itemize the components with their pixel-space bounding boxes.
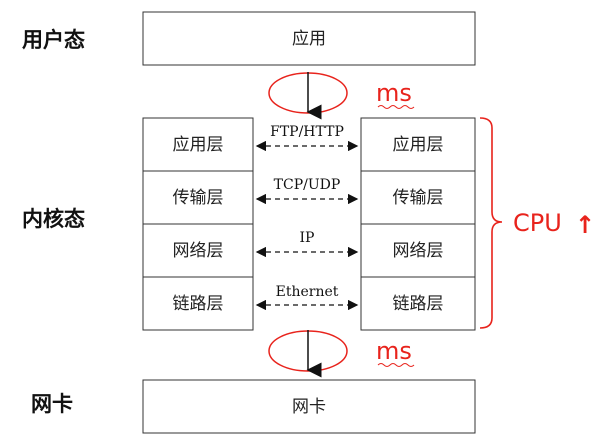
protocol-label-application: FTP/HTTP — [270, 124, 344, 140]
spell-underline-top — [377, 105, 415, 109]
spell-underline-bottom — [377, 363, 415, 367]
left-layer-transport-label: 传输层 — [173, 188, 224, 208]
kernel-space-label: 内核态 — [22, 207, 85, 231]
right-layer-network-label: 网络层 — [393, 241, 444, 261]
nic-box-label: 网卡 — [292, 397, 326, 417]
left-layer-application — [142, 117, 254, 172]
protocol-label-network: IP — [300, 230, 315, 246]
latency-label-top: ms — [376, 79, 412, 107]
cpu-label: CPU — [513, 209, 562, 237]
latency-label-bottom: ms — [376, 337, 412, 365]
left-layer-link-label: 链路层 — [173, 294, 224, 314]
left-layer-network — [142, 223, 254, 278]
left-layer-network-label: 网络层 — [173, 241, 224, 261]
left-stack: 应用层 传输层 网络层 链路层 — [142, 117, 254, 331]
right-layer-link-label: 链路层 — [393, 294, 444, 314]
protocol-label-link: Ethernet — [276, 284, 339, 300]
left-layer-application-label: 应用层 — [173, 135, 224, 155]
right-layer-application — [360, 117, 476, 172]
user-space-label: 用户态 — [22, 28, 85, 52]
left-layer-transport — [142, 170, 254, 225]
application-box — [142, 11, 476, 66]
application-box-label: 应用 — [292, 29, 326, 49]
protocol-label-transport: TCP/UDP — [274, 177, 341, 193]
right-layer-application-label: 应用层 — [393, 135, 444, 155]
left-layer-link — [142, 276, 254, 331]
cpu-up-arrow-icon: ↑ — [575, 211, 595, 239]
right-layer-link — [360, 276, 476, 331]
right-layer-transport-label: 传输层 — [393, 188, 444, 208]
right-stack: 应用层 传输层 网络层 链路层 — [360, 117, 476, 331]
nic-box — [142, 379, 476, 434]
cpu-brace — [479, 117, 503, 329]
nic-label: 网卡 — [31, 392, 73, 416]
